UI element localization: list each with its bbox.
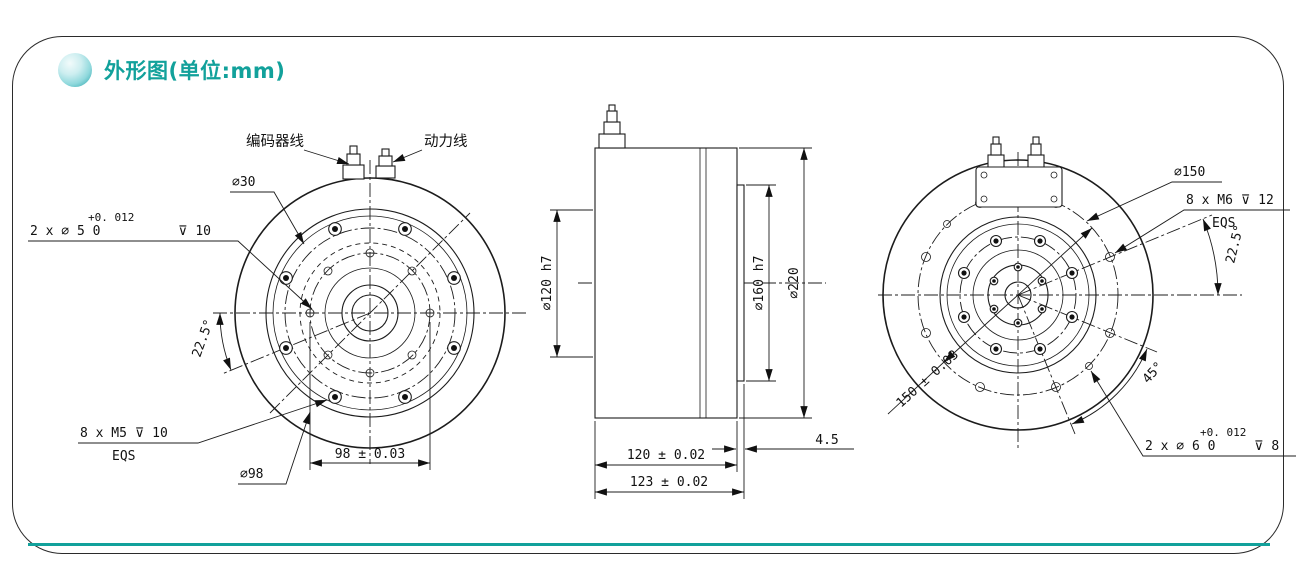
front-labels: 编码器线 动力线 ∅30 +0. 012 2 x ∅ 5 0 ⊽ 10 22.5… bbox=[30, 133, 468, 482]
side-dim120-label: 120 ± 0.02 bbox=[627, 448, 705, 463]
back-dowel-note: 2 x ∅ 6 0 bbox=[1145, 439, 1215, 454]
side-labels: ∅120 h7 ∅160 h7 ∅220 120 ± 0.02 123 ± 0.… bbox=[540, 256, 839, 490]
back-connector-box bbox=[975, 136, 1063, 208]
front-flange-screws bbox=[279, 222, 461, 404]
front-dowel-tolerance: +0. 012 bbox=[88, 211, 134, 224]
bullet-sphere-icon bbox=[58, 53, 92, 87]
side-dia160-label: ∅160 h7 bbox=[752, 256, 767, 311]
side-dim45-label: 4.5 bbox=[815, 433, 838, 448]
title-row: 外形图(单位:mm) bbox=[58, 53, 285, 87]
back-dowel-depth: ⊽ 8 bbox=[1254, 439, 1279, 454]
back-view: ∅150 8 x M6 ⊽ 12 EQS 22.5° 45° 150 ± 0.0… bbox=[878, 136, 1296, 457]
side-dia120-label: ∅120 h7 bbox=[540, 256, 555, 311]
side-dia220-label: ∅220 bbox=[787, 267, 802, 298]
encoder-cable-label: 编码器线 bbox=[246, 133, 304, 150]
side-cable-gland bbox=[598, 104, 626, 149]
back-dimensions bbox=[887, 181, 1296, 457]
page-title: 外形图(单位:mm) bbox=[104, 59, 286, 83]
power-cable-label: 动力线 bbox=[424, 133, 468, 150]
front-dim98-label: 98 ± 0.03 bbox=[335, 447, 405, 462]
front-angle-label: 22.5° bbox=[190, 317, 217, 359]
front-view: 编码器线 动力线 ∅30 +0. 012 2 x ∅ 5 0 ⊽ 10 22.5… bbox=[28, 133, 528, 485]
front-dowel-note: 2 x ∅ 5 0 bbox=[30, 224, 100, 239]
back-angle-large-label: 45° bbox=[1140, 359, 1167, 386]
front-tap-eqs: EQS bbox=[112, 449, 135, 464]
front-dimensions bbox=[28, 149, 431, 485]
side-dim123-label: 123 ± 0.02 bbox=[630, 475, 708, 490]
front-bolt-holes bbox=[305, 248, 435, 378]
frame-accent-line bbox=[28, 543, 1270, 546]
back-dim150-label: 150 ± 0.03 bbox=[894, 347, 962, 411]
front-circles bbox=[234, 177, 506, 449]
side-body bbox=[594, 147, 745, 419]
back-dowel-tolerance: +0. 012 bbox=[1200, 426, 1246, 439]
back-tap-eqs: EQS bbox=[1212, 216, 1235, 231]
front-centerlines bbox=[213, 160, 528, 464]
side-view: ∅120 h7 ∅160 h7 ∅220 120 ± 0.02 123 ± 0.… bbox=[540, 104, 854, 499]
back-tap-note: 8 x M6 ⊽ 12 bbox=[1186, 193, 1274, 208]
front-tap-note: 8 x M5 ⊽ 10 bbox=[80, 426, 168, 441]
front-dia98-label: ∅98 bbox=[240, 467, 263, 482]
front-dowel-depth: ⊽ 10 bbox=[178, 224, 211, 239]
front-cable-glands bbox=[342, 145, 396, 180]
back-dia150-label: ∅150 bbox=[1174, 165, 1205, 180]
side-dimensions bbox=[550, 147, 854, 499]
front-dia30-label: ∅30 bbox=[232, 175, 255, 190]
